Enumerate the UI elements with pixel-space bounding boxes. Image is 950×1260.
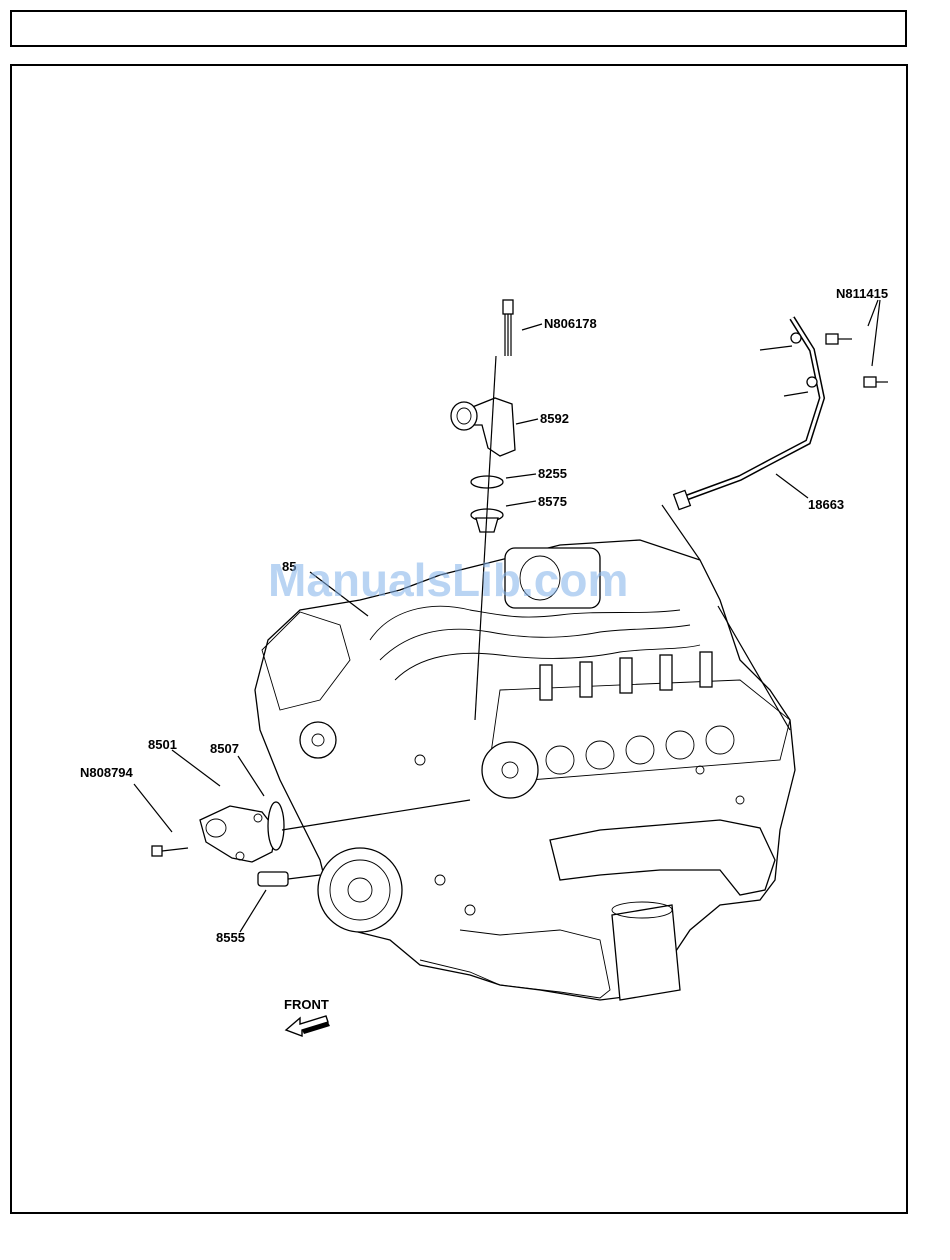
label-8501: 8501	[148, 737, 177, 752]
label-8592: 8592	[540, 411, 569, 426]
thermostat-housing-8592	[451, 398, 515, 456]
oil-filter	[612, 905, 680, 1000]
crankshaft-pulley	[318, 848, 402, 932]
label-8575: 8575	[538, 494, 567, 509]
front-indicator: FRONT	[284, 997, 330, 1036]
gasket-8255	[471, 476, 503, 488]
label-n811415: N811415	[836, 286, 888, 301]
label-8255: 8255	[538, 466, 567, 481]
tube-8555	[258, 872, 320, 886]
idler-pulley	[300, 722, 336, 758]
engine-assembly	[255, 540, 795, 1000]
label-n806178: N806178	[544, 316, 597, 331]
bolt-n808794	[152, 846, 188, 856]
water-pump-8501	[200, 806, 276, 862]
label-18663: 18663	[808, 497, 844, 512]
gasket-8507	[268, 802, 284, 850]
watermark: ManualsLib.com	[268, 554, 628, 606]
label-n808794: N808794	[80, 765, 134, 780]
coolant-tube-18663	[674, 318, 822, 510]
label-8555: 8555	[216, 930, 245, 945]
label-8507: 8507	[210, 741, 239, 756]
bolt-n806178	[503, 300, 513, 356]
bolts-n811415	[760, 334, 888, 396]
front-label: FRONT	[284, 997, 329, 1012]
timing-sprocket	[482, 742, 538, 798]
